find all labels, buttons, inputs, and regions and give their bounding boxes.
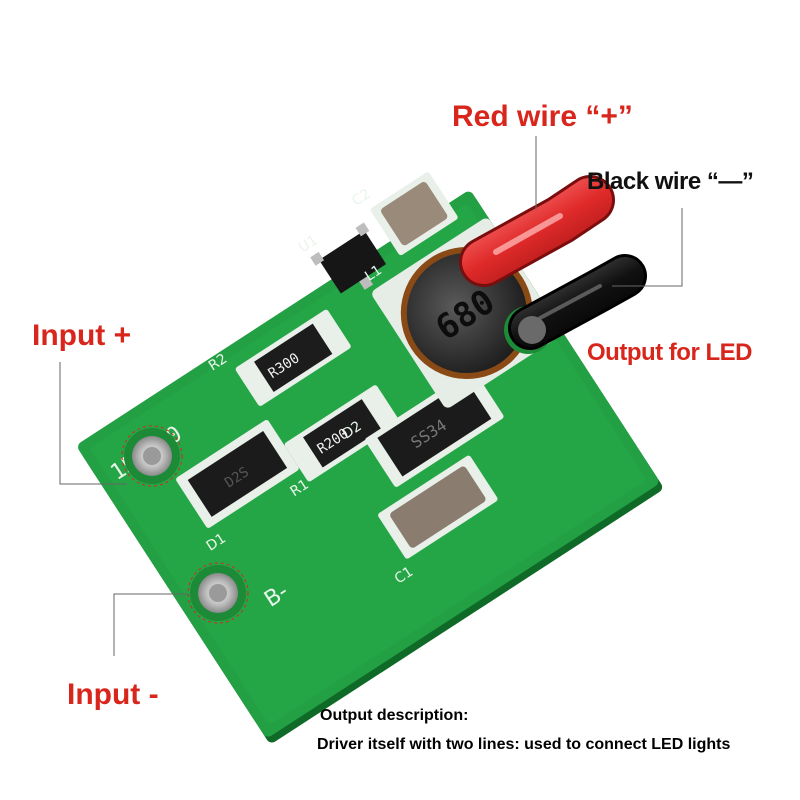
- silk-u1: U1: [296, 232, 321, 256]
- red-wire: [459, 175, 615, 287]
- output-led-label: Output for LED: [587, 339, 752, 366]
- callout-input-plus: [59, 362, 127, 485]
- black-wire-label: Black wire “—”: [587, 168, 754, 195]
- diode-ss34: SS34: [365, 369, 504, 487]
- resistor-r200: R200: [284, 385, 400, 482]
- callout-input-minus: [113, 593, 188, 656]
- black-wire: [508, 254, 647, 350]
- description-title: Output description:: [320, 707, 469, 724]
- diode-d1: D2S: [176, 419, 299, 528]
- capacitor-c1: [378, 455, 498, 559]
- callout-black-wire: [612, 208, 683, 287]
- input-minus-label: Input -: [67, 678, 159, 711]
- resistor-r300: R300: [235, 309, 351, 406]
- description-body: Driver itself with two lines: used to co…: [317, 736, 731, 753]
- silk-l1: L1: [362, 262, 385, 285]
- callout-lines: [59, 136, 683, 656]
- pad-input-plus: [121, 425, 183, 487]
- silk-c2: C2: [349, 186, 373, 210]
- input-plus-label: Input +: [32, 319, 132, 352]
- red-wire-label: Red wire “+”: [452, 100, 633, 133]
- ic-u1: [310, 222, 387, 294]
- capacitor-c2: [370, 172, 458, 256]
- pad-input-minus: [187, 562, 249, 624]
